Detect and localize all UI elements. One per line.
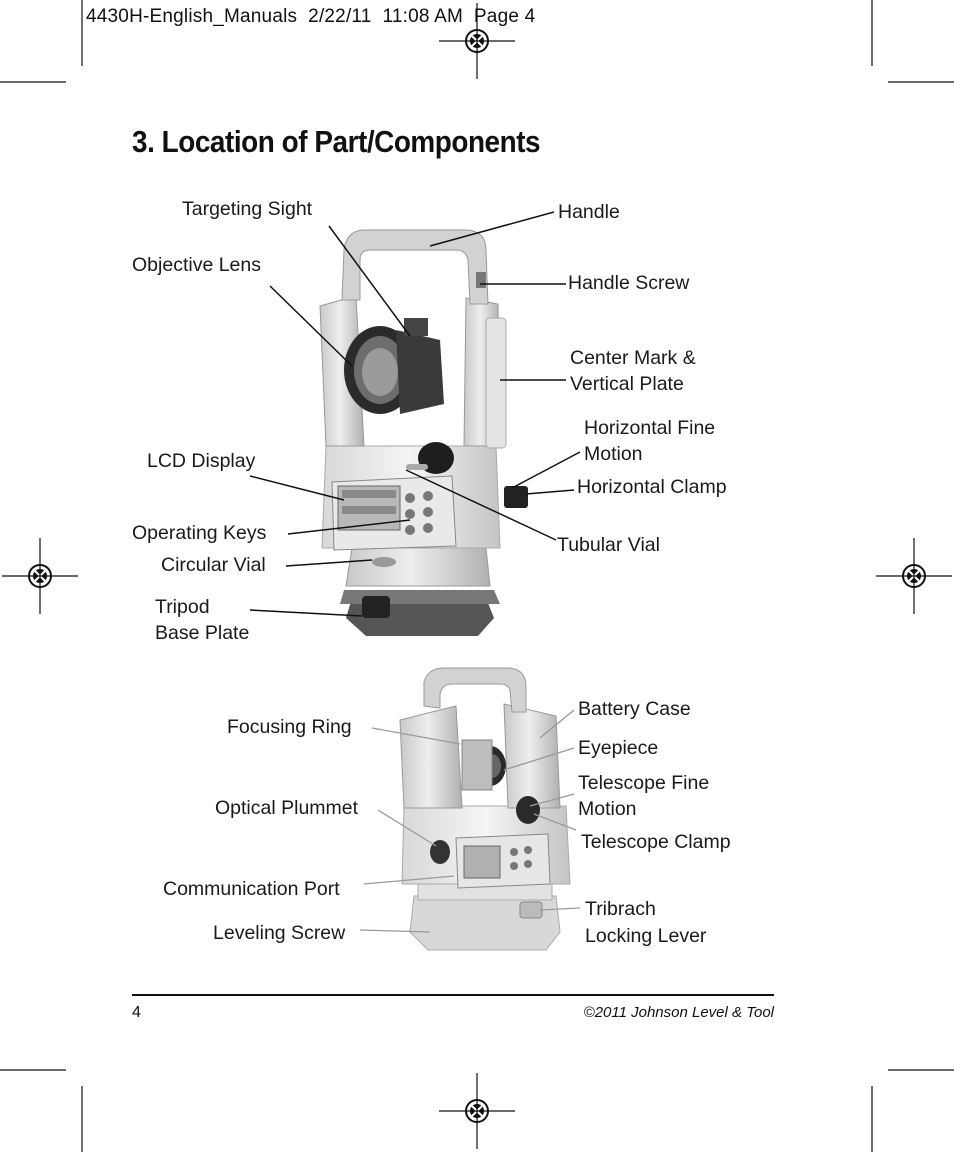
label-tribrach: Tribrach	[585, 898, 656, 920]
registration-mark-bottom	[438, 1072, 516, 1150]
label-targeting-sight: Targeting Sight	[182, 198, 313, 220]
label-circular-vial: Circular Vial	[161, 554, 266, 576]
label-tubular-vial: Tubular Vial	[557, 534, 660, 556]
label-leveling-screw: Leveling Screw	[213, 922, 346, 944]
label-locking-lever: Locking Lever	[585, 925, 707, 947]
label-horizontal-fine-motion: Motion	[584, 443, 643, 465]
page-number: 4	[132, 1004, 141, 1021]
label-communication-port: Communication Port	[163, 878, 340, 900]
footer-rule	[132, 994, 774, 996]
label-horizontal-clamp: Horizontal Clamp	[577, 476, 727, 498]
registration-mark-left	[1, 537, 79, 615]
label-lcd-display: LCD Display	[147, 450, 256, 472]
bottom-leader-lines	[359, 709, 581, 933]
top-leader-lines	[249, 211, 581, 617]
label-handle-screw: Handle Screw	[568, 272, 690, 294]
label-operating-keys: Operating Keys	[132, 522, 267, 544]
theodolite-front-illustration	[319, 229, 528, 636]
label-tripod: Tripod	[155, 596, 210, 618]
label-telescope-fine: Telescope Fine	[578, 772, 710, 794]
registration-mark-right	[875, 537, 953, 615]
label-telescope-clamp: Telescope Clamp	[581, 831, 731, 853]
label-handle: Handle	[558, 201, 620, 223]
label-focusing-ring: Focusing Ring	[227, 716, 352, 738]
print-slug: 4430H-English_Manuals 2/22/11 11:08 AM P…	[86, 6, 536, 27]
section-title: 3. Location of Part/Components	[132, 124, 541, 159]
copyright-notice: ©2011 Johnson Level & Tool	[583, 1004, 774, 1021]
label-optical-plummet: Optical Plummet	[215, 797, 359, 819]
theodolite-rear-illustration	[399, 667, 571, 951]
label-center-mark: Center Mark &	[570, 347, 696, 369]
label-base-plate: Base Plate	[155, 622, 250, 644]
label-eyepiece: Eyepiece	[578, 737, 659, 759]
label-telescope-fine-motion: Motion	[578, 798, 637, 820]
label-objective-lens: Objective Lens	[132, 254, 261, 276]
label-vertical-plate: Vertical Plate	[570, 373, 684, 395]
label-battery-case: Battery Case	[578, 698, 691, 720]
label-horizontal-fine: Horizontal Fine	[584, 417, 716, 439]
